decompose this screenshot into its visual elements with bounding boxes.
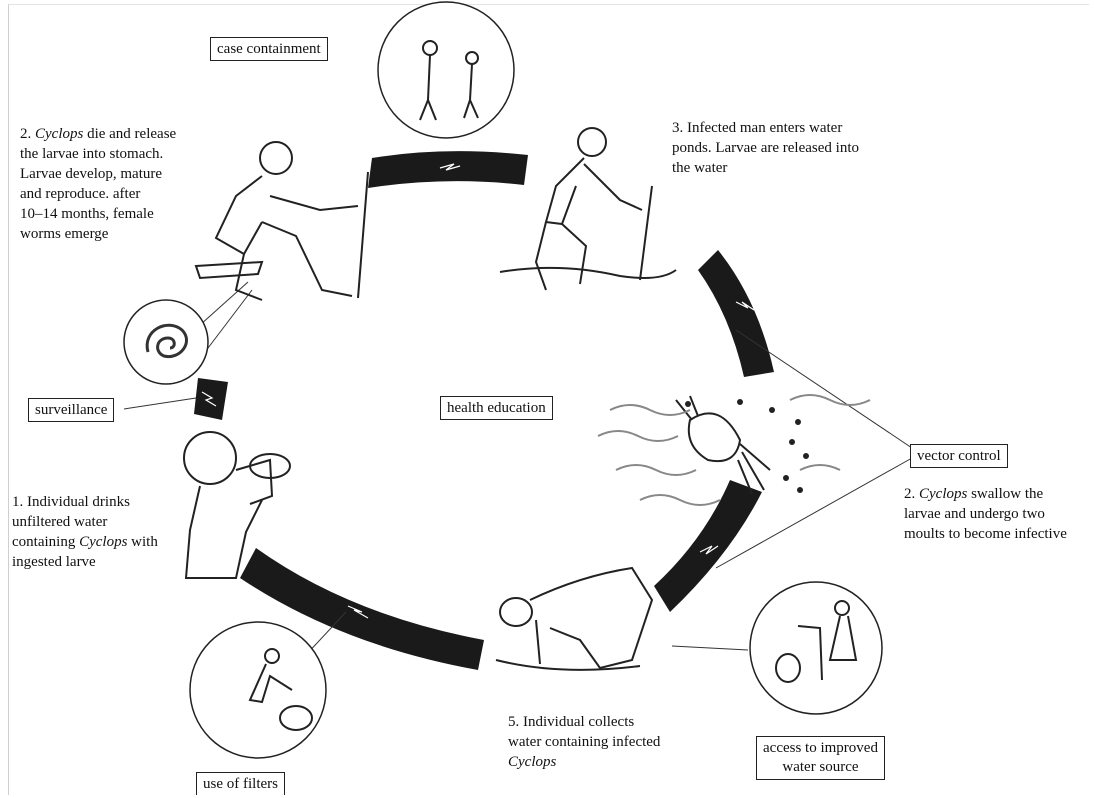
vignette-circles <box>123 1 883 759</box>
arc-right-upper <box>698 250 774 377</box>
step-3-text: 3. Infected man enters water ponds. Larv… <box>672 118 859 178</box>
cycle-arcs <box>194 151 774 670</box>
step-1-line-3: containing Cyclops with <box>12 532 158 552</box>
step-5-line-3: Cyclops <box>508 752 660 772</box>
larvae-dots <box>685 399 809 493</box>
step-1-line-2: unfiltered water <box>12 514 108 530</box>
step-2a-line-5: 10–14 months, female <box>20 206 154 222</box>
step-2a-text: 2. Cyclops die and release the larvae in… <box>20 124 176 244</box>
access-water-box: access to improved water source <box>756 736 885 780</box>
step-3-line-1: 3. Infected man enters water <box>672 120 843 136</box>
filter-woman-figure <box>248 648 313 731</box>
step-1-text-b: with <box>127 534 158 550</box>
step-1-line-4: ingested larve <box>12 554 96 570</box>
leader-lines <box>123 281 913 673</box>
water-tap-figure <box>775 600 858 683</box>
step-2b-line-2: larvae and undergo two <box>904 506 1045 522</box>
step-2a-line-6: worms emerge <box>20 226 109 242</box>
filter-circle <box>189 621 327 759</box>
arc-right-lower <box>654 480 762 612</box>
water-waves <box>597 394 871 506</box>
two-men-figure <box>419 40 479 121</box>
step-2a-line-4: and reproduce. after <box>20 186 141 202</box>
step-5-line-1: 5. Individual collects <box>508 714 635 730</box>
access-water-line-2: water source <box>782 759 859 775</box>
surveillance-box: surveillance <box>28 398 115 422</box>
step-2a-line-3: Larvae develop, mature <box>20 166 163 182</box>
wading-man-figure <box>499 127 677 291</box>
collecting-woman-figure <box>495 566 654 671</box>
step-3-line-2: ponds. Larvae are released into <box>672 140 859 156</box>
drinking-boy-figure <box>183 431 291 579</box>
step-2b-cyclops: Cyclops <box>919 486 968 502</box>
step-2b-text-a: swallow the <box>967 486 1044 502</box>
access-water-line-1: access to improved <box>763 740 878 756</box>
worm-circle <box>123 299 209 385</box>
worm-illustration <box>145 323 188 359</box>
step-1-cyclops: Cyclops <box>79 534 128 550</box>
step-1-text: 1. Individual drinks unfiltered water co… <box>12 492 158 572</box>
step-5-text: 5. Individual collects water containing … <box>508 712 660 772</box>
step-2b-line-3: moults to become infective <box>904 526 1067 542</box>
arc-arrows <box>201 163 755 619</box>
step-5-cyclops: Cyclops <box>508 754 557 770</box>
arc-left <box>194 378 228 420</box>
figure-sketches <box>183 40 858 731</box>
step-2b-num: 2. <box>904 486 919 502</box>
cyclops-copepod-figure <box>675 395 771 495</box>
case-containment-circle <box>377 1 515 139</box>
step-1-line-1: 1. Individual drinks <box>12 494 130 510</box>
step-5-line-2: water containing infected <box>508 734 661 750</box>
step-3-line-3: the water <box>672 160 728 176</box>
arc-bottom <box>240 548 484 670</box>
step-2b-line-1: 2. Cyclops swallow the <box>904 484 1067 504</box>
sitting-man-figure <box>194 141 369 301</box>
step-2a-num: 2. <box>20 126 35 142</box>
use-of-filters-box: use of filters <box>196 772 285 795</box>
step-1-text-a: containing <box>12 534 80 550</box>
step-2a-text-a: die and release <box>83 126 177 142</box>
step-2b-text: 2. Cyclops swallow the larvae and underg… <box>904 484 1067 544</box>
step-2a-line-1: 2. Cyclops die and release <box>20 124 176 144</box>
figure-frame <box>8 4 1089 795</box>
case-containment-box: case containment <box>210 37 328 61</box>
health-education-box: health education <box>440 396 553 420</box>
water-source-circle <box>749 581 883 715</box>
step-2a-line-2: the larvae into stomach. <box>20 146 164 162</box>
step-2a-cyclops: Cyclops <box>35 126 84 142</box>
vector-control-box: vector control <box>910 444 1008 468</box>
